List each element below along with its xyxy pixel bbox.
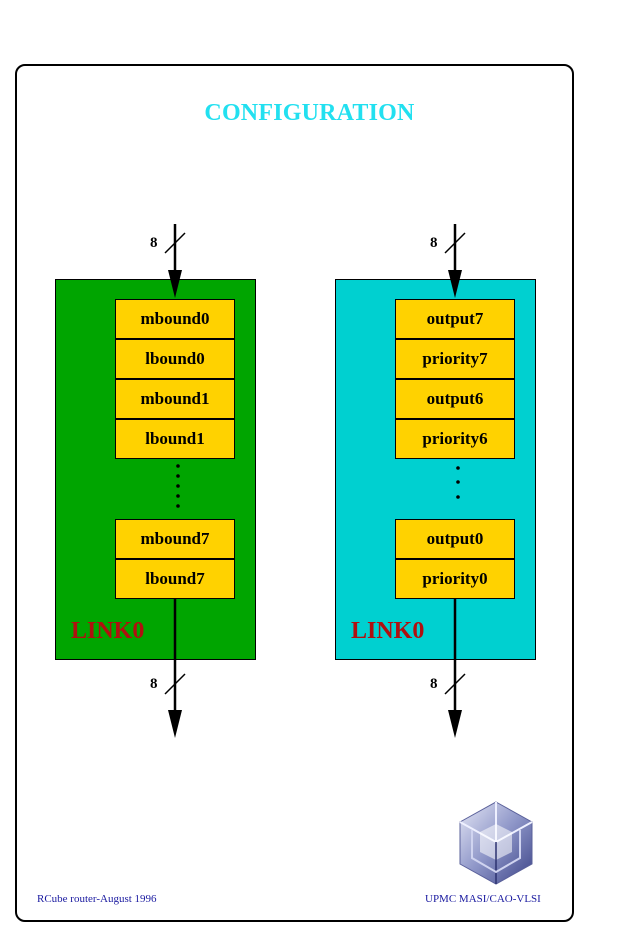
register-lbound1: lbound1 <box>115 419 235 459</box>
hypercube-logo-icon <box>459 801 533 885</box>
input-arrow-left <box>164 224 186 298</box>
link-label-right: LINK0 <box>351 618 425 644</box>
input-arrow-right <box>444 224 466 298</box>
bus-width-label: 8 <box>150 235 158 251</box>
arrowhead-icon <box>168 710 182 738</box>
register-mbound7: mbound7 <box>115 519 235 559</box>
ellipsis-left <box>176 464 180 508</box>
register-mbound1: mbound1 <box>115 379 235 419</box>
register-output6: output6 <box>395 379 515 419</box>
register-lbound0: lbound0 <box>115 339 235 379</box>
footer-left: RCube router-August 1996 <box>37 893 157 905</box>
footer-right: UPMC MASI/CAO-VLSI <box>425 893 541 905</box>
link-label-left: LINK0 <box>71 618 145 644</box>
output-arrow-right <box>444 599 466 738</box>
bus-slash <box>444 232 466 254</box>
bus-slash <box>164 232 186 254</box>
arrowhead-icon <box>448 270 462 298</box>
slide-frame <box>15 64 574 922</box>
arrowhead-icon <box>448 710 462 738</box>
bus-width-label: 8 <box>430 235 438 251</box>
register-priority0: priority0 <box>395 559 515 599</box>
register-priority7: priority7 <box>395 339 515 379</box>
arrowhead-icon <box>168 270 182 298</box>
bus-width-label: 8 <box>150 676 158 692</box>
bus-width-label: 8 <box>430 676 438 692</box>
register-priority6: priority6 <box>395 419 515 459</box>
register-mbound0: mbound0 <box>115 299 235 339</box>
register-output7: output7 <box>395 299 515 339</box>
slide-title: CONFIGURATION <box>204 100 415 126</box>
ellipsis-right <box>456 466 460 499</box>
output-arrow-left <box>164 599 186 738</box>
bus-slash <box>164 673 186 695</box>
register-lbound7: lbound7 <box>115 559 235 599</box>
bus-slash <box>444 673 466 695</box>
register-output0: output0 <box>395 519 515 559</box>
